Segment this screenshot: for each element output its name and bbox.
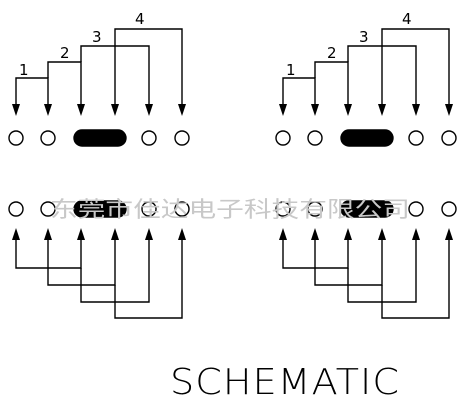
lever-label: 1 [286,61,296,79]
arrow-up [378,228,386,240]
wire-4 [381,240,450,319]
terminal [441,130,457,146]
switch-unit-bottom-left [8,200,190,319]
arrow-down [311,104,319,116]
lever-label: 4 [135,10,145,28]
arrow-down [111,104,119,116]
terminal [40,201,56,217]
lever-label: 3 [92,28,102,46]
arrow-down [279,104,287,116]
switch-unit-bottom-right [275,200,457,319]
terminal [307,201,323,217]
lever-label: 1 [19,61,29,79]
wire-4 [381,28,450,104]
arrow-down [378,104,386,116]
wire-1 [282,77,316,104]
wire-2 [314,61,349,104]
wire-2 [47,61,82,104]
lever-label: 4 [402,10,412,28]
arrow-down [12,104,20,116]
arrow-up [279,228,287,240]
terminal [141,201,157,217]
arrow-up [311,228,319,240]
wire-4 [114,28,183,104]
arrow-down [77,104,85,116]
arrow-down [145,104,153,116]
arrow-up [111,228,119,240]
slider-contact [73,200,127,218]
arrow-down [178,104,186,116]
terminal [40,130,56,146]
terminal [408,130,424,146]
diagram-title: SCHEMATIC [170,362,400,403]
terminal [8,130,24,146]
wire-1 [15,77,49,104]
arrow-down [412,104,420,116]
lever-label: 3 [359,28,369,46]
lever-label: 2 [327,44,337,62]
slider-contact [340,200,394,218]
terminal [8,201,24,217]
arrow-down [44,104,52,116]
slider-contact [340,129,394,147]
arrow-up [12,228,20,240]
lever-labels-top-left: 1 2 3 4 [19,10,145,79]
arrow-up [145,228,153,240]
arrow-up [178,228,186,240]
terminal [174,130,190,146]
arrow-up [412,228,420,240]
wire-4 [114,240,183,319]
arrow-up [344,228,352,240]
watermark-text: 东莞市佳达电子科技有限公司 [50,198,410,223]
terminal [275,130,291,146]
slider-contact [73,129,127,147]
terminal [441,201,457,217]
switch-unit-top-left [8,28,190,147]
lever-label: 2 [60,44,70,62]
arrow-down [344,104,352,116]
arrow-up [445,228,453,240]
terminal [141,130,157,146]
arrow-down [445,104,453,116]
terminal [174,201,190,217]
arrow-up [44,228,52,240]
terminal [275,201,291,217]
lever-labels-top-right: 1 2 3 4 [286,10,412,79]
switch-unit-top-right [275,28,457,147]
arrow-up [77,228,85,240]
terminal [307,130,323,146]
terminal [408,201,424,217]
